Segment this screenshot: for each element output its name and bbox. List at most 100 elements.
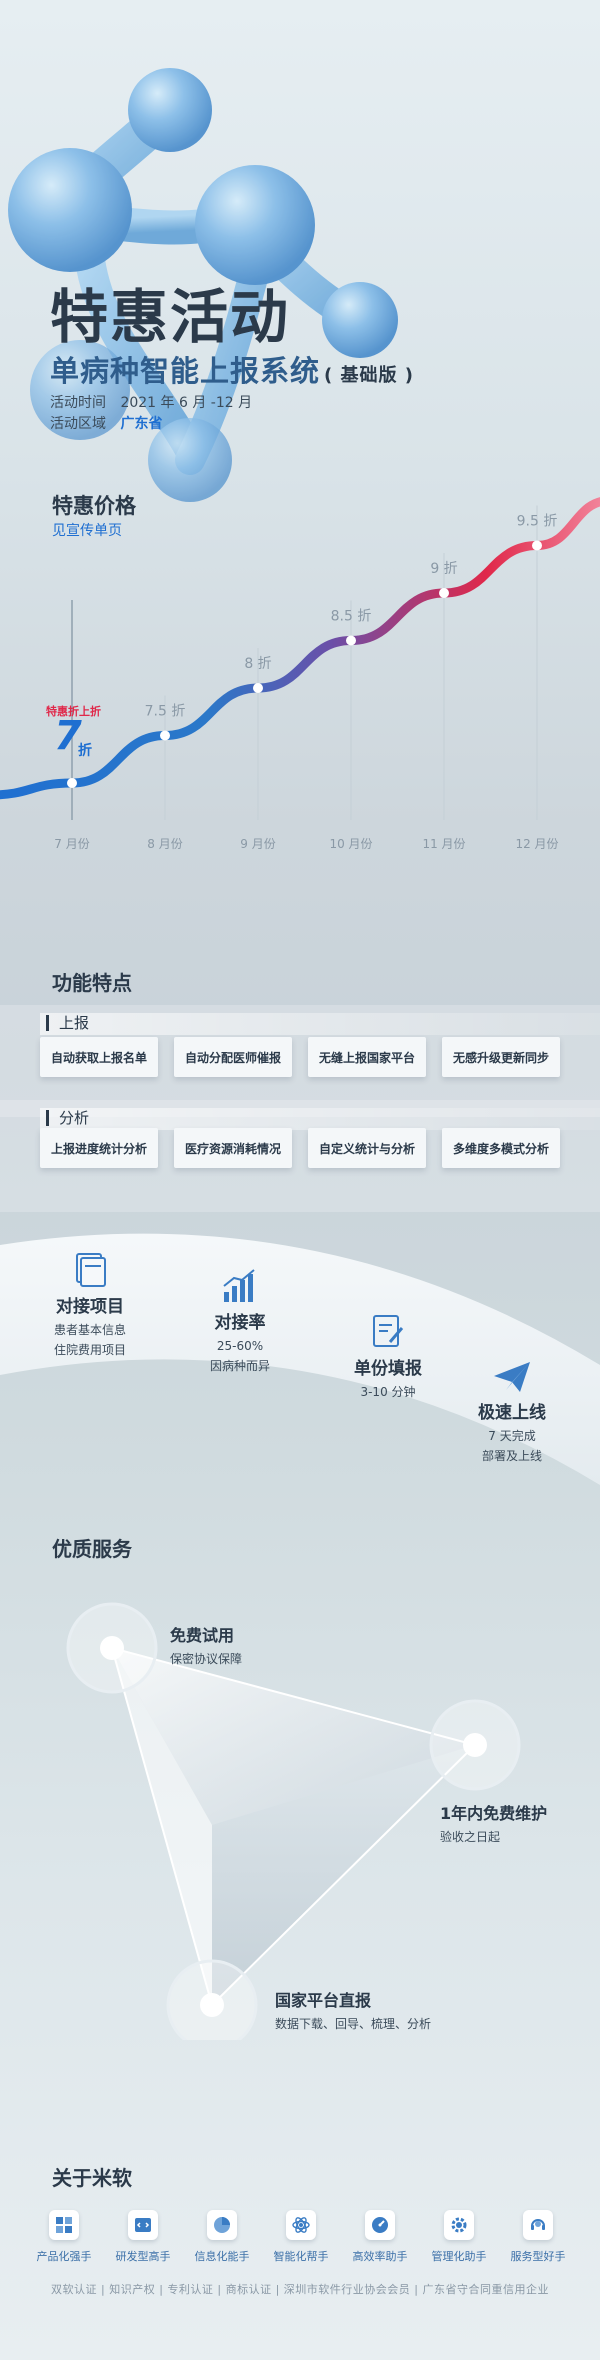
price-point — [160, 730, 170, 741]
x-tick-label: 8 月份 — [147, 837, 182, 851]
service-trial: 免费试用 保密协议保障 — [170, 1622, 242, 1667]
feature-chip[interactable]: 无缝上报国家平台 — [308, 1037, 426, 1077]
group-band — [40, 1013, 600, 1035]
feature-chip[interactable]: 无感升级更新同步 — [442, 1037, 560, 1077]
x-tick-label: 10 月份 — [329, 837, 372, 851]
group-band — [40, 1108, 600, 1130]
atom-icon — [286, 2210, 316, 2240]
activity-region-value: 广东省 — [120, 416, 163, 432]
feature-chip[interactable]: 医疗资源消耗情况 — [174, 1128, 292, 1168]
x-tick-label: 12 月份 — [515, 837, 558, 851]
feature-group-label: 上报 — [46, 1015, 89, 1031]
form-edit-icon — [373, 1315, 404, 1347]
feature-group-analysis: 分析 上报进度统计分析 医疗资源消耗情况 自定义统计与分析 多维度多模式分析 — [0, 1100, 600, 1212]
product-item[interactable]: 信息化能手 — [177, 2210, 267, 2264]
price-title: 特惠价格 — [52, 494, 136, 518]
grid-apps-icon — [49, 2210, 79, 2240]
price-point — [253, 683, 263, 693]
about-title: 关于米软 — [52, 2166, 132, 2190]
stat-title: 单份填报 — [354, 1359, 422, 1379]
stat-fill-time: 单份填报 3-10 分钟 — [338, 1312, 438, 1402]
service-title: 免费试用 — [170, 1626, 235, 1645]
stat-line: 因病种而异 — [209, 1359, 270, 1373]
edition-tag: ( 基础版 ) — [324, 365, 415, 386]
price-point-label: 7.5 折 — [145, 704, 186, 720]
stat-line: 患者基本信息 — [53, 1323, 126, 1337]
product-label: 信息化能手 — [194, 2250, 250, 2263]
hero-subtitle: 单病种智能上报系统( 基础版 ) — [50, 348, 414, 390]
stat-title: 对接项目 — [56, 1297, 124, 1317]
feature-chip[interactable]: 自动分配医师催报 — [174, 1037, 292, 1077]
document-stack-icon — [76, 1253, 106, 1287]
activity-time-label: 活动时间 — [50, 395, 106, 411]
node-direct-report — [166, 1959, 258, 2040]
price-point-label: 9 折 — [430, 561, 457, 577]
product-item[interactable]: 产品化强手 — [19, 2210, 109, 2264]
feature-chip[interactable]: 多维度多模式分析 — [442, 1128, 560, 1168]
product-label: 管理化助手 — [431, 2250, 487, 2263]
services-title: 优质服务 — [52, 1537, 132, 1561]
code-window-icon — [128, 2210, 158, 2240]
service-direct-report: 国家平台直报 数据下载、回导、梳理、分析 — [275, 1987, 431, 2032]
stat-line: 25-60% — [216, 1339, 264, 1353]
stat-launch: 极速上线 7 天完成 部署及上线 — [462, 1360, 562, 1466]
service-maintenance: 1年内免费维护 验收之日起 — [440, 1800, 547, 1845]
paper-plane-icon — [494, 1362, 530, 1392]
feature-group-report: 上报 自动获取上报名单 自动分配医师催报 无缝上报国家平台 无感升级更新同步 — [0, 1005, 600, 1117]
product-label: 智能化帮手 — [273, 2250, 329, 2263]
activity-time-value: 2021 年 6 月 -12 月 — [120, 395, 253, 411]
services-diagram — [66, 1602, 521, 2040]
activity-region: 活动区域 广东省 — [50, 413, 162, 433]
bar-chart-icon — [223, 1269, 255, 1302]
stat-integration: 对接项目 患者基本信息 住院费用项目 — [40, 1250, 140, 1360]
pie-chart-icon — [207, 2210, 237, 2240]
flyer-link[interactable]: 见宣传单页 — [52, 523, 122, 539]
node-maintenance — [429, 1699, 521, 1791]
feature-chip[interactable]: 自动获取上报名单 — [40, 1037, 158, 1077]
price-line — [0, 497, 600, 800]
product-label: 高效率助手 — [352, 2250, 408, 2263]
feature-group-label: 分析 — [46, 1110, 89, 1126]
stat-integration-rate: 对接率 25-60% 因病种而异 — [190, 1268, 290, 1376]
stat-title: 极速上线 — [478, 1403, 546, 1423]
price-point — [439, 588, 449, 598]
price-point — [532, 540, 542, 551]
molecule-illustration — [8, 68, 398, 502]
features-title: 功能特点 — [52, 971, 132, 995]
price-point-label: 8.5 折 — [331, 609, 372, 625]
x-tick-label: 9 月份 — [240, 837, 275, 851]
gauge-icon — [365, 2210, 395, 2240]
headset-icon — [523, 2210, 553, 2240]
product-item[interactable]: 管理化助手 — [414, 2210, 504, 2264]
price-point — [67, 778, 77, 788]
gear-icon — [444, 2210, 474, 2240]
service-desc: 保密协议保障 — [170, 1652, 243, 1666]
product-item[interactable]: 智能化帮手 — [256, 2210, 346, 2264]
hero-title: 特惠活动 — [50, 283, 291, 351]
product-label: 研发型高手 — [115, 2250, 171, 2263]
stat-line: 部署及上线 — [481, 1449, 542, 1463]
x-tick-label: 7 月份 — [54, 837, 89, 851]
stat-line: 3-10 分钟 — [360, 1385, 416, 1399]
feature-chip[interactable]: 上报进度统计分析 — [40, 1128, 158, 1168]
service-title: 1年内免费维护 — [440, 1804, 548, 1823]
price-point-label: 8 折 — [244, 656, 271, 672]
stat-title: 对接率 — [214, 1313, 266, 1333]
start-discount-badge: 特惠折上折 — [46, 705, 101, 718]
hero-section: 特惠活动 单病种智能上报系统( 基础版 ) 活动时间 2021 年 6 月 -1… — [0, 0, 600, 502]
product-item[interactable]: 高效率助手 — [335, 2210, 425, 2264]
service-desc: 验收之日起 — [440, 1830, 501, 1844]
feature-chip[interactable]: 自定义统计与分析 — [308, 1128, 426, 1168]
start-discount-unit: 折 — [78, 743, 92, 759]
node-trial — [66, 1602, 158, 1694]
product-item[interactable]: 服务型好手 — [493, 2210, 583, 2264]
activity-region-label: 活动区域 — [50, 416, 106, 432]
product-name: 单病种智能上报系统 — [50, 354, 321, 388]
price-point — [346, 635, 356, 646]
price-point-label: 9.5 折 — [517, 514, 558, 530]
product-item[interactable]: 研发型高手 — [98, 2210, 188, 2264]
product-label: 服务型好手 — [510, 2250, 566, 2263]
start-discount-value: 7 — [54, 713, 82, 759]
